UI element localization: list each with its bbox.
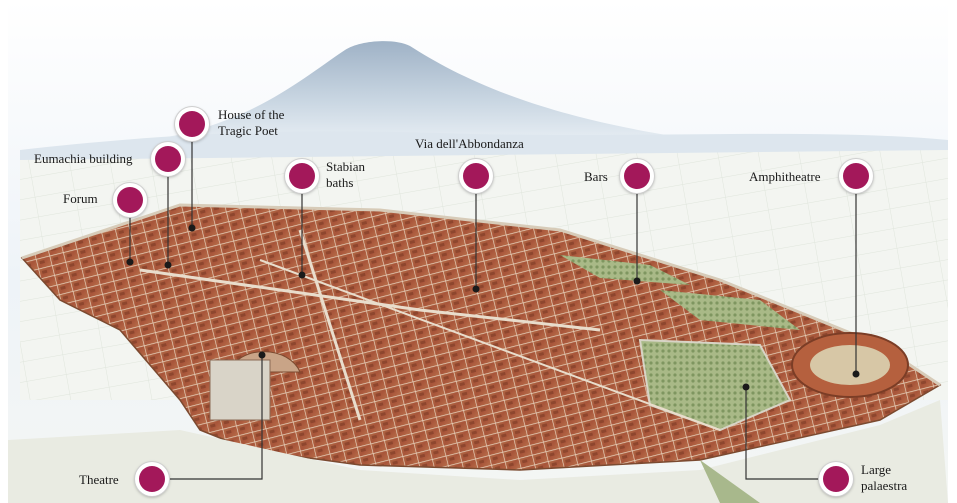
label-bars: Bars [584, 169, 608, 184]
hotspot-house-of-the-tragic-poet[interactable] [175, 107, 209, 141]
label-via-dell-abbondanza: Via dell'Abbondanza [415, 136, 524, 151]
label-theatre: Theatre [79, 472, 119, 487]
hotspot-bars[interactable] [620, 159, 654, 193]
label-forum: Forum [63, 191, 98, 206]
label-house-of-the-tragic-poet: House of the Tragic Poet [218, 107, 285, 138]
hotspot-forum[interactable] [113, 183, 147, 217]
hotspot-eumachia-building[interactable] [151, 142, 185, 176]
hotspot-stabian-baths[interactable] [285, 159, 319, 193]
hotspot-theatre[interactable] [135, 462, 169, 496]
label-large-palaestra: Large palaestra [861, 462, 908, 493]
hotspot-via-dell-abbondanza[interactable] [459, 159, 493, 193]
label-stabian-baths: Stabian baths [326, 159, 365, 190]
hotspot-amphitheatre[interactable] [839, 159, 873, 193]
hotspot-large-palaestra[interactable] [819, 462, 853, 496]
label-amphitheatre: Amphitheatre [749, 169, 821, 184]
label-eumachia-building: Eumachia building [34, 151, 133, 166]
